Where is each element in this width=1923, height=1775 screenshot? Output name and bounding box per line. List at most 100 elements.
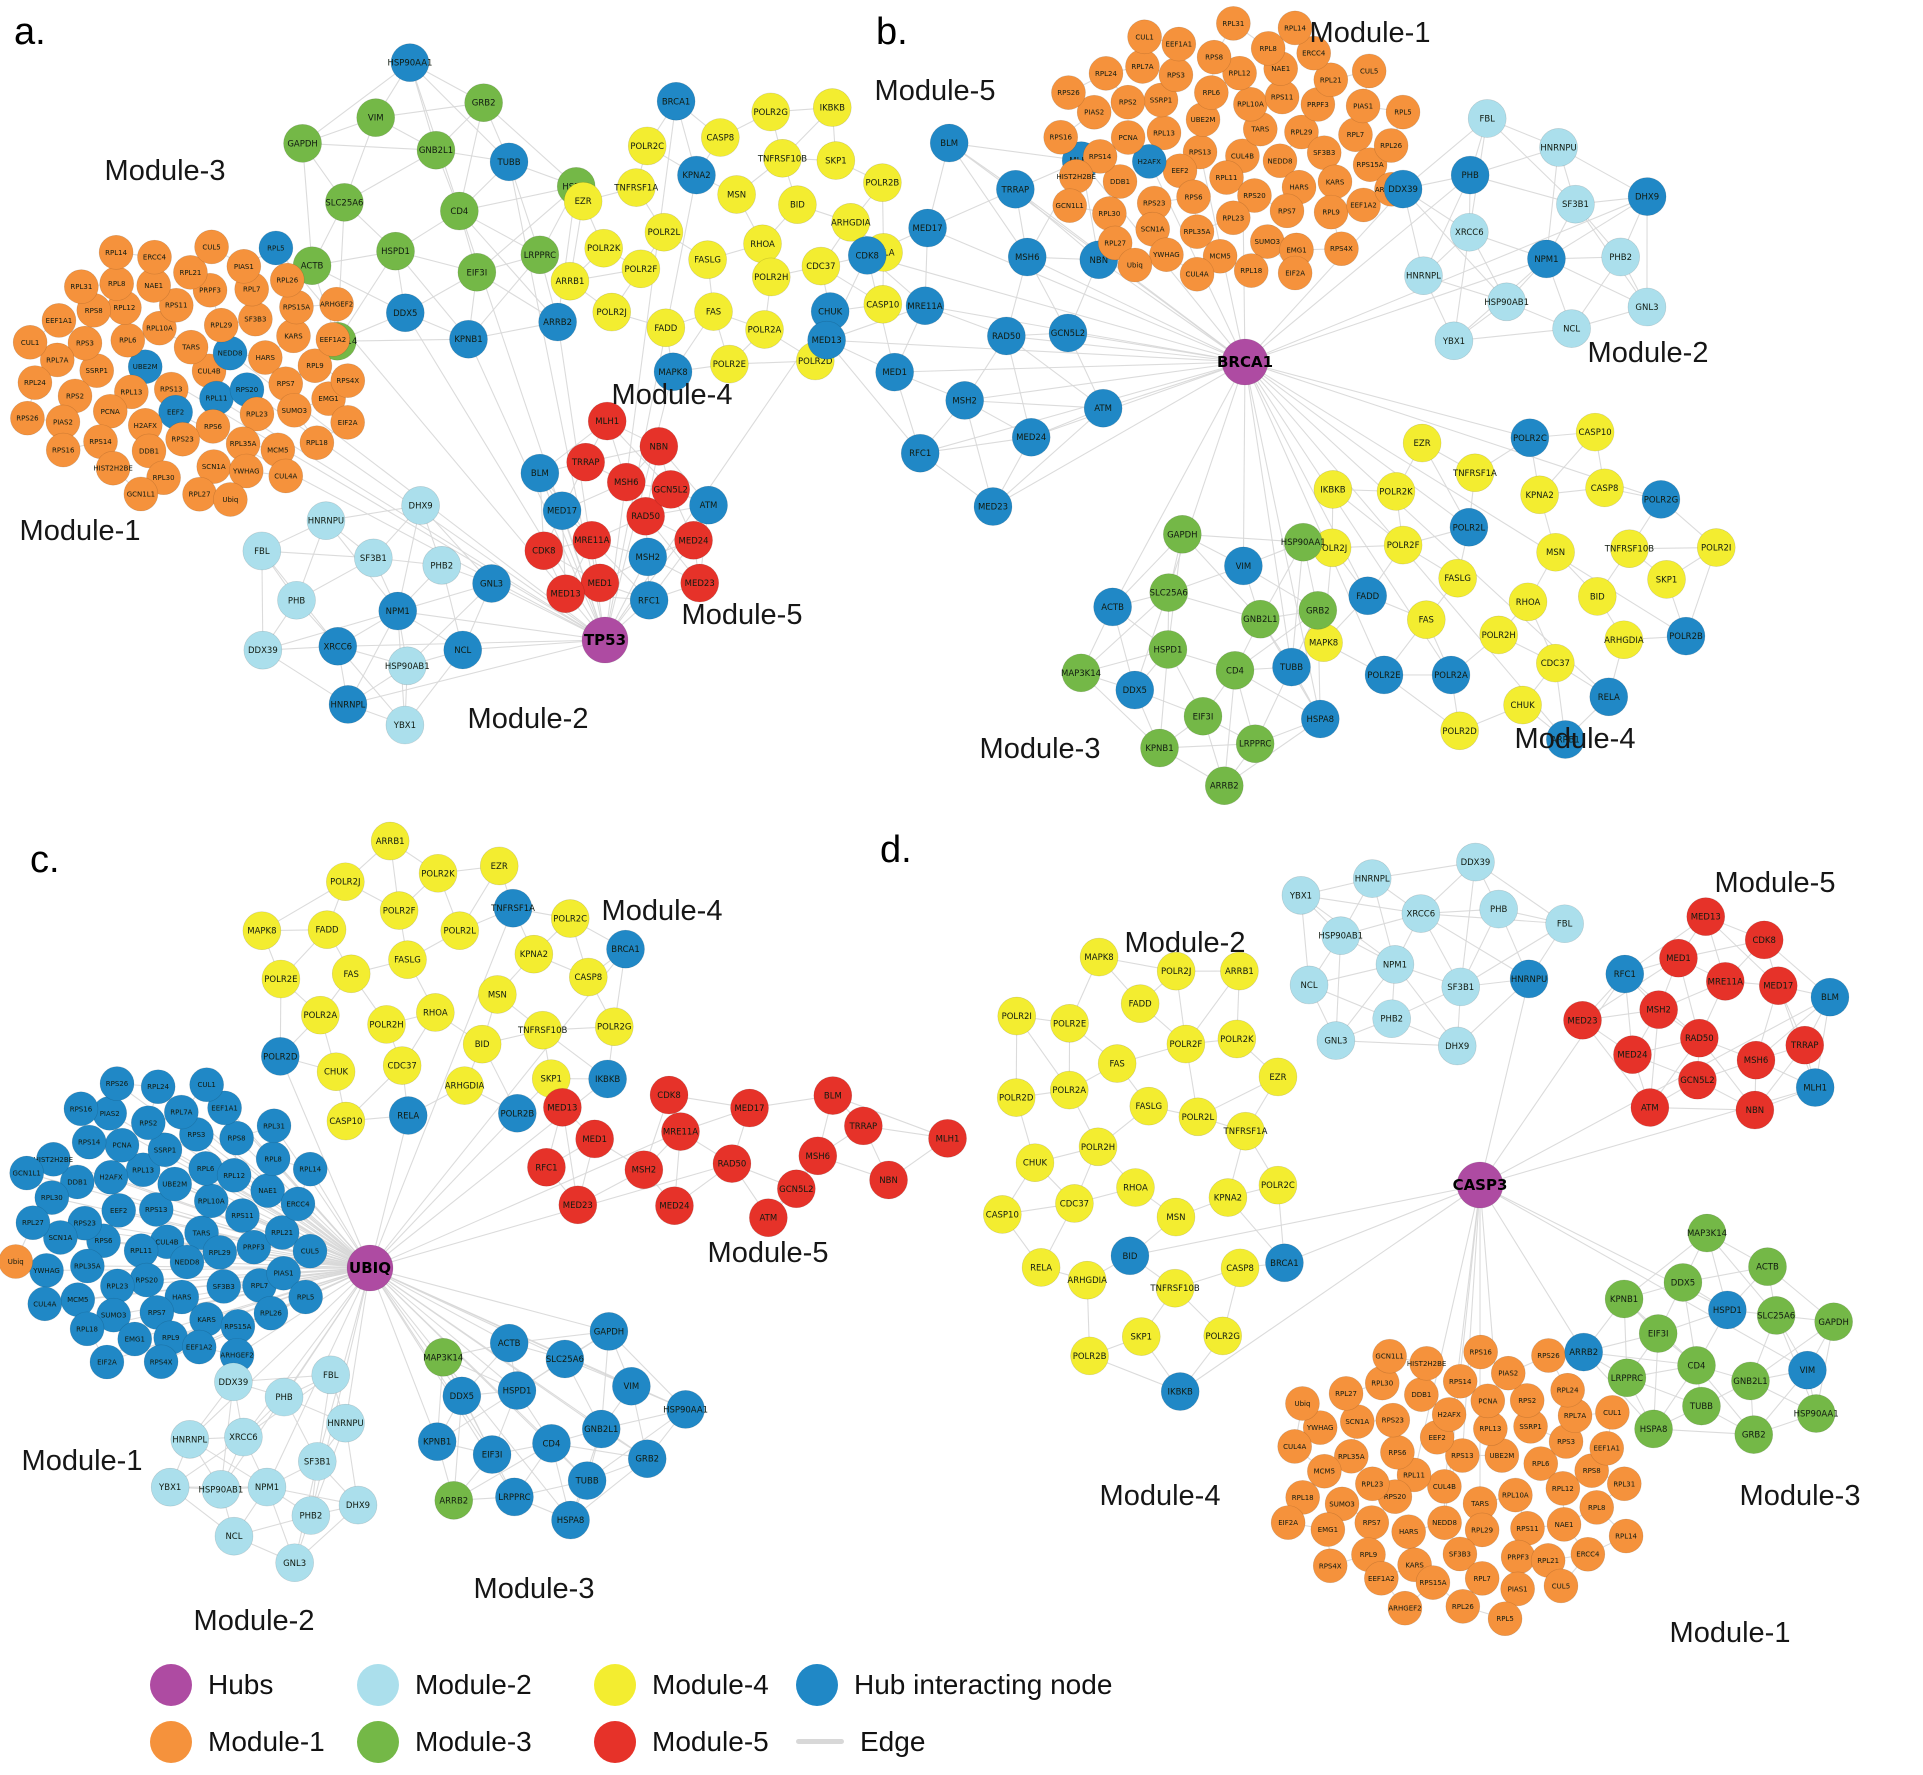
node-cd4: CD4	[532, 1424, 571, 1463]
edge	[1300, 894, 1421, 915]
gene-node-circle	[1079, 937, 1119, 977]
node-nedd8: NEDD8	[169, 1244, 205, 1280]
node-rpl23: RPL23	[1355, 1466, 1390, 1502]
gene-node-circle	[59, 1164, 95, 1200]
gene-node-circle	[1313, 62, 1349, 98]
gene-node-circle	[1120, 984, 1160, 1023]
hub-edge	[964, 361, 1246, 401]
gene-node-circle	[987, 316, 1026, 356]
node-med13: MED13	[1686, 897, 1726, 936]
node-ddx39: DDX39	[214, 1362, 253, 1402]
gene-node-circle	[1203, 1316, 1243, 1356]
edge	[1223, 670, 1236, 786]
node-kpna2: KPNA2	[1520, 475, 1559, 515]
node-hnrnpl: HNRNPL	[170, 1420, 210, 1459]
gene-node-circle	[798, 1136, 838, 1176]
gene-node-circle	[1450, 155, 1490, 195]
node-fbl: FBL	[242, 531, 282, 571]
gene-node-circle	[550, 899, 590, 938]
node-bid: BID	[462, 1024, 502, 1064]
gene-node-circle	[694, 292, 733, 331]
node-eif3i: EIF3I	[472, 1435, 512, 1474]
gene-node-circle	[751, 92, 791, 132]
node-cul1: CUL1	[12, 325, 48, 360]
gene-node-circle	[1155, 1268, 1195, 1308]
node-slc25a6: SLC25A6	[1756, 1296, 1796, 1335]
gene-node-circle	[169, 1244, 205, 1280]
node-grb2: GRB2	[1734, 1415, 1774, 1454]
gene-node-circle	[1354, 1505, 1390, 1540]
node-polr2f: POLR2F	[1166, 1024, 1206, 1064]
node-gapdh: GAPDH	[283, 124, 322, 163]
gene-node-circle	[203, 307, 239, 343]
gene-node-circle	[1500, 1539, 1536, 1575]
node-polr2d: POLR2D	[996, 1078, 1036, 1117]
gene-node-circle	[1487, 1601, 1523, 1637]
hub-edge	[369, 1112, 518, 1269]
node-rpl27: RPL27	[1328, 1376, 1364, 1411]
labels-layer: Module-3Module-4Module-1Module-2Module-5…	[14, 11, 1860, 1649]
gene-node-circle	[730, 1088, 769, 1128]
node-polr2g: POLR2G	[594, 1007, 634, 1047]
edge	[302, 142, 437, 151]
hub-edge	[508, 161, 606, 641]
gene-node-circle	[489, 142, 529, 182]
gene-node-circle	[64, 269, 99, 304]
gene-node-circle	[306, 501, 346, 540]
gene-node-circle	[1102, 164, 1138, 199]
edge	[1402, 188, 1508, 303]
node-rfc1: RFC1	[629, 580, 669, 620]
gene-node-circle	[1687, 1213, 1727, 1253]
hub-edge	[992, 361, 1246, 508]
gene-node-circle	[801, 246, 841, 286]
node-rps16: RPS16	[1463, 1334, 1498, 1370]
module1-color-swatch	[150, 1720, 192, 1763]
node-faslg: FASLG	[1438, 558, 1477, 598]
node-gapdh: GAPDH	[1163, 514, 1202, 554]
node-cdc37: CDC37	[382, 1046, 422, 1085]
gene-node-circle	[1015, 1143, 1055, 1183]
gene-node-circle	[1262, 143, 1298, 179]
gene-node-circle	[1627, 287, 1667, 327]
node-rela: RELA	[1589, 677, 1629, 717]
gene-node-circle	[1639, 990, 1678, 1029]
node-xrcc6: XRCC6	[318, 626, 358, 666]
gene-node-circle	[1310, 1512, 1346, 1547]
edge	[826, 339, 921, 454]
node-mapk8: MAPK8	[1079, 937, 1119, 977]
gene-node-circle	[1427, 1469, 1462, 1504]
node-polr2e: POLR2E	[710, 344, 749, 384]
gene-node-circle	[164, 1094, 199, 1130]
gene-node-circle	[520, 453, 560, 493]
node-rela: RELA	[1021, 1248, 1061, 1287]
node-phb2: PHB2	[291, 1496, 331, 1535]
gene-node-circle	[1479, 615, 1518, 655]
node-rpl14: RPL14	[1277, 10, 1313, 46]
node-rps6: RPS6	[1176, 179, 1211, 215]
gene-node-circle	[1313, 470, 1353, 509]
node-rhoa: RHOA	[743, 224, 782, 264]
node-pcna: PCNA	[92, 393, 128, 429]
hub-edge	[1067, 332, 1246, 363]
node-eef1a2: EEF1A2	[181, 1329, 217, 1365]
gene-node-circle	[1161, 26, 1197, 62]
node-gnl3: GNL3	[472, 564, 511, 603]
gene-node-circle	[434, 1481, 474, 1520]
gene-node-circle	[354, 538, 393, 578]
node-pcna: PCNA	[104, 1127, 140, 1163]
gene-node-circle	[27, 1286, 63, 1322]
hub-edge	[1129, 1184, 1481, 1257]
node-rps15a: RPS15A	[1415, 1565, 1451, 1600]
node-polr2h: POLR2H	[1078, 1127, 1118, 1167]
gene-node-circle	[1321, 916, 1361, 955]
node-tars: TARS	[173, 329, 209, 365]
node-nae1: NAE1	[1546, 1507, 1582, 1542]
node-rpl24: RPL24	[140, 1069, 176, 1105]
node-blm: BLM	[520, 453, 560, 493]
gene-node-circle	[328, 685, 368, 724]
gene-node-circle	[1427, 1505, 1462, 1541]
node-cul4a: CUL4A	[27, 1286, 63, 1322]
gene-node-circle	[589, 1312, 629, 1351]
gene-node-circle	[291, 1496, 331, 1535]
gene-node-circle	[743, 224, 782, 264]
